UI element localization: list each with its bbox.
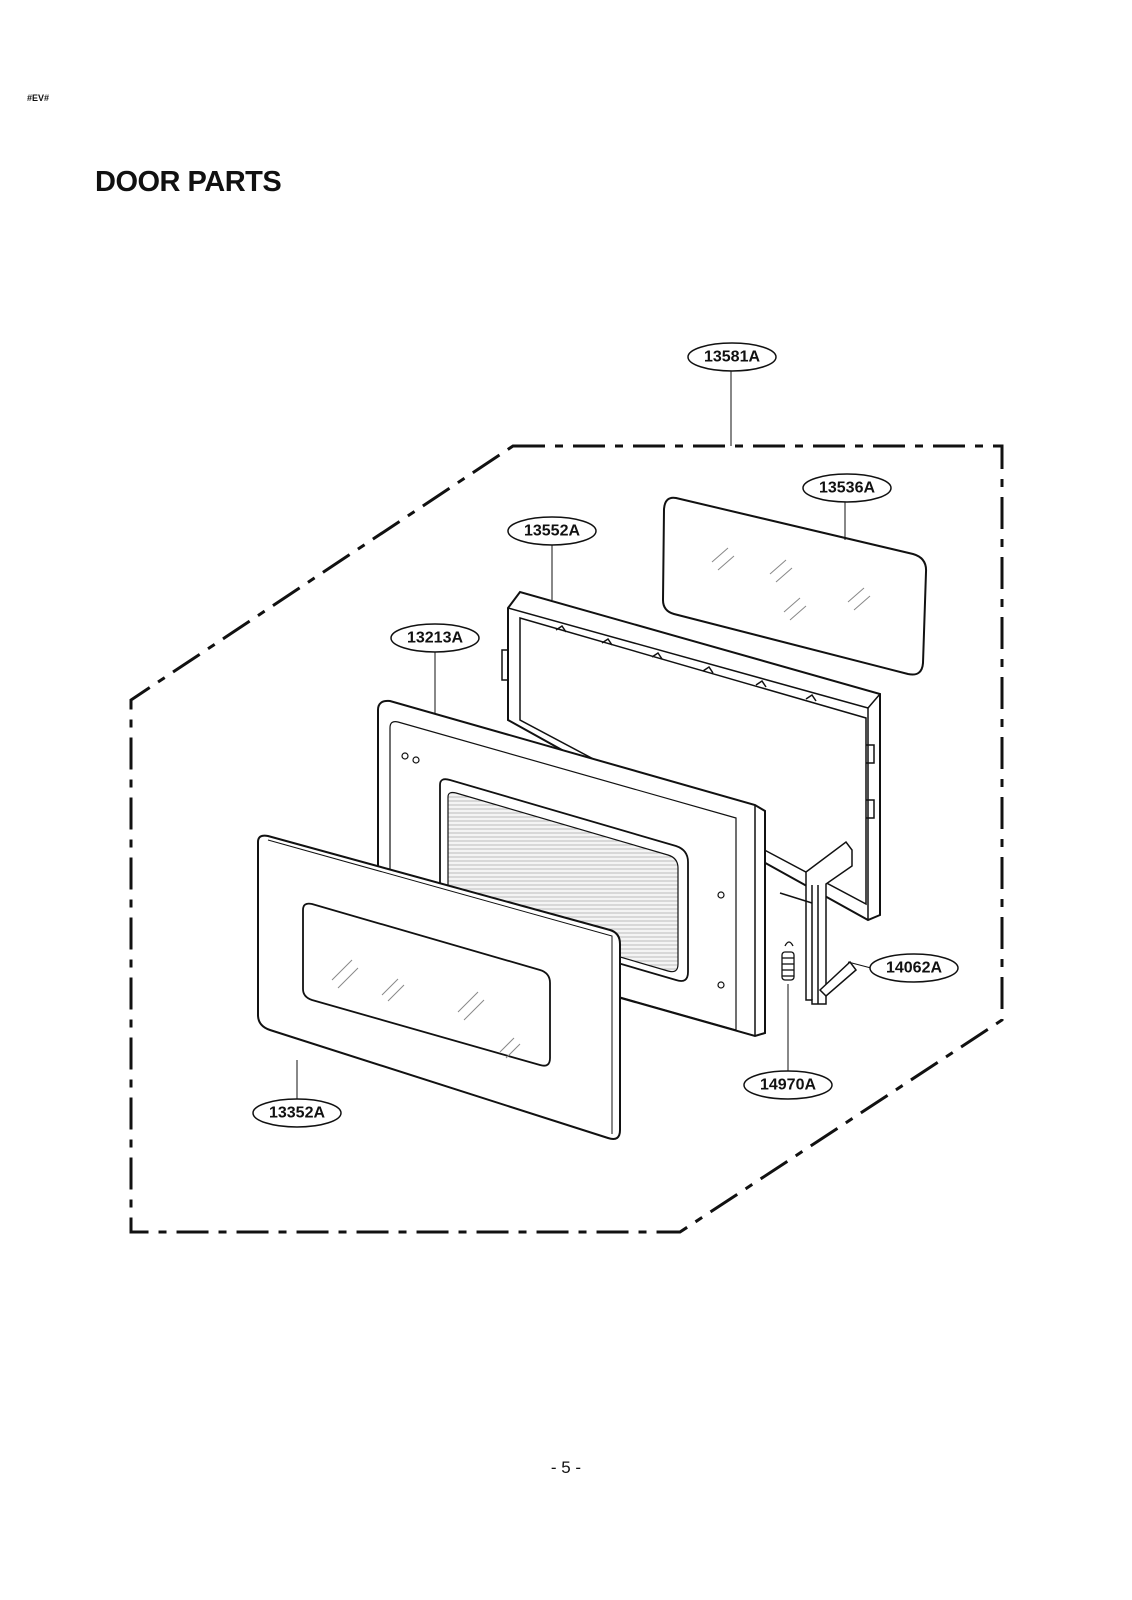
callout-14062A — [869, 953, 959, 983]
callout-label-hook-lever: 14062A — [886, 960, 942, 977]
assembly-boundary — [129, 444, 1004, 1234]
callout-13536A — [802, 473, 892, 503]
door-front-part — [257, 834, 621, 1140]
callout-14970A — [743, 1070, 833, 1100]
callout-13213A — [390, 623, 480, 653]
choke-frame-part — [501, 590, 881, 922]
glass-panel-part — [661, 496, 928, 676]
callout-label-glass-panel: 13536A — [819, 480, 875, 497]
callout-label-door-frame: 13213A — [407, 630, 463, 647]
hook-lever-part — [779, 840, 858, 1005]
callout-label-choke-frame: 13552A — [524, 523, 580, 540]
callout-13352A — [252, 1098, 342, 1128]
page-number: - 5 - — [550, 1458, 582, 1477]
page-title: DOOR PARTS — [95, 166, 282, 198]
callout-13581A — [687, 342, 777, 372]
callout-label-spring: 14970A — [760, 1077, 816, 1094]
document-code-mark: #EV# — [27, 93, 50, 103]
callout-label-assembly: 13581A — [704, 349, 760, 366]
spring-part — [781, 941, 795, 981]
callout-13552A — [507, 516, 597, 546]
callout-label-door-front: 13352A — [269, 1105, 325, 1122]
